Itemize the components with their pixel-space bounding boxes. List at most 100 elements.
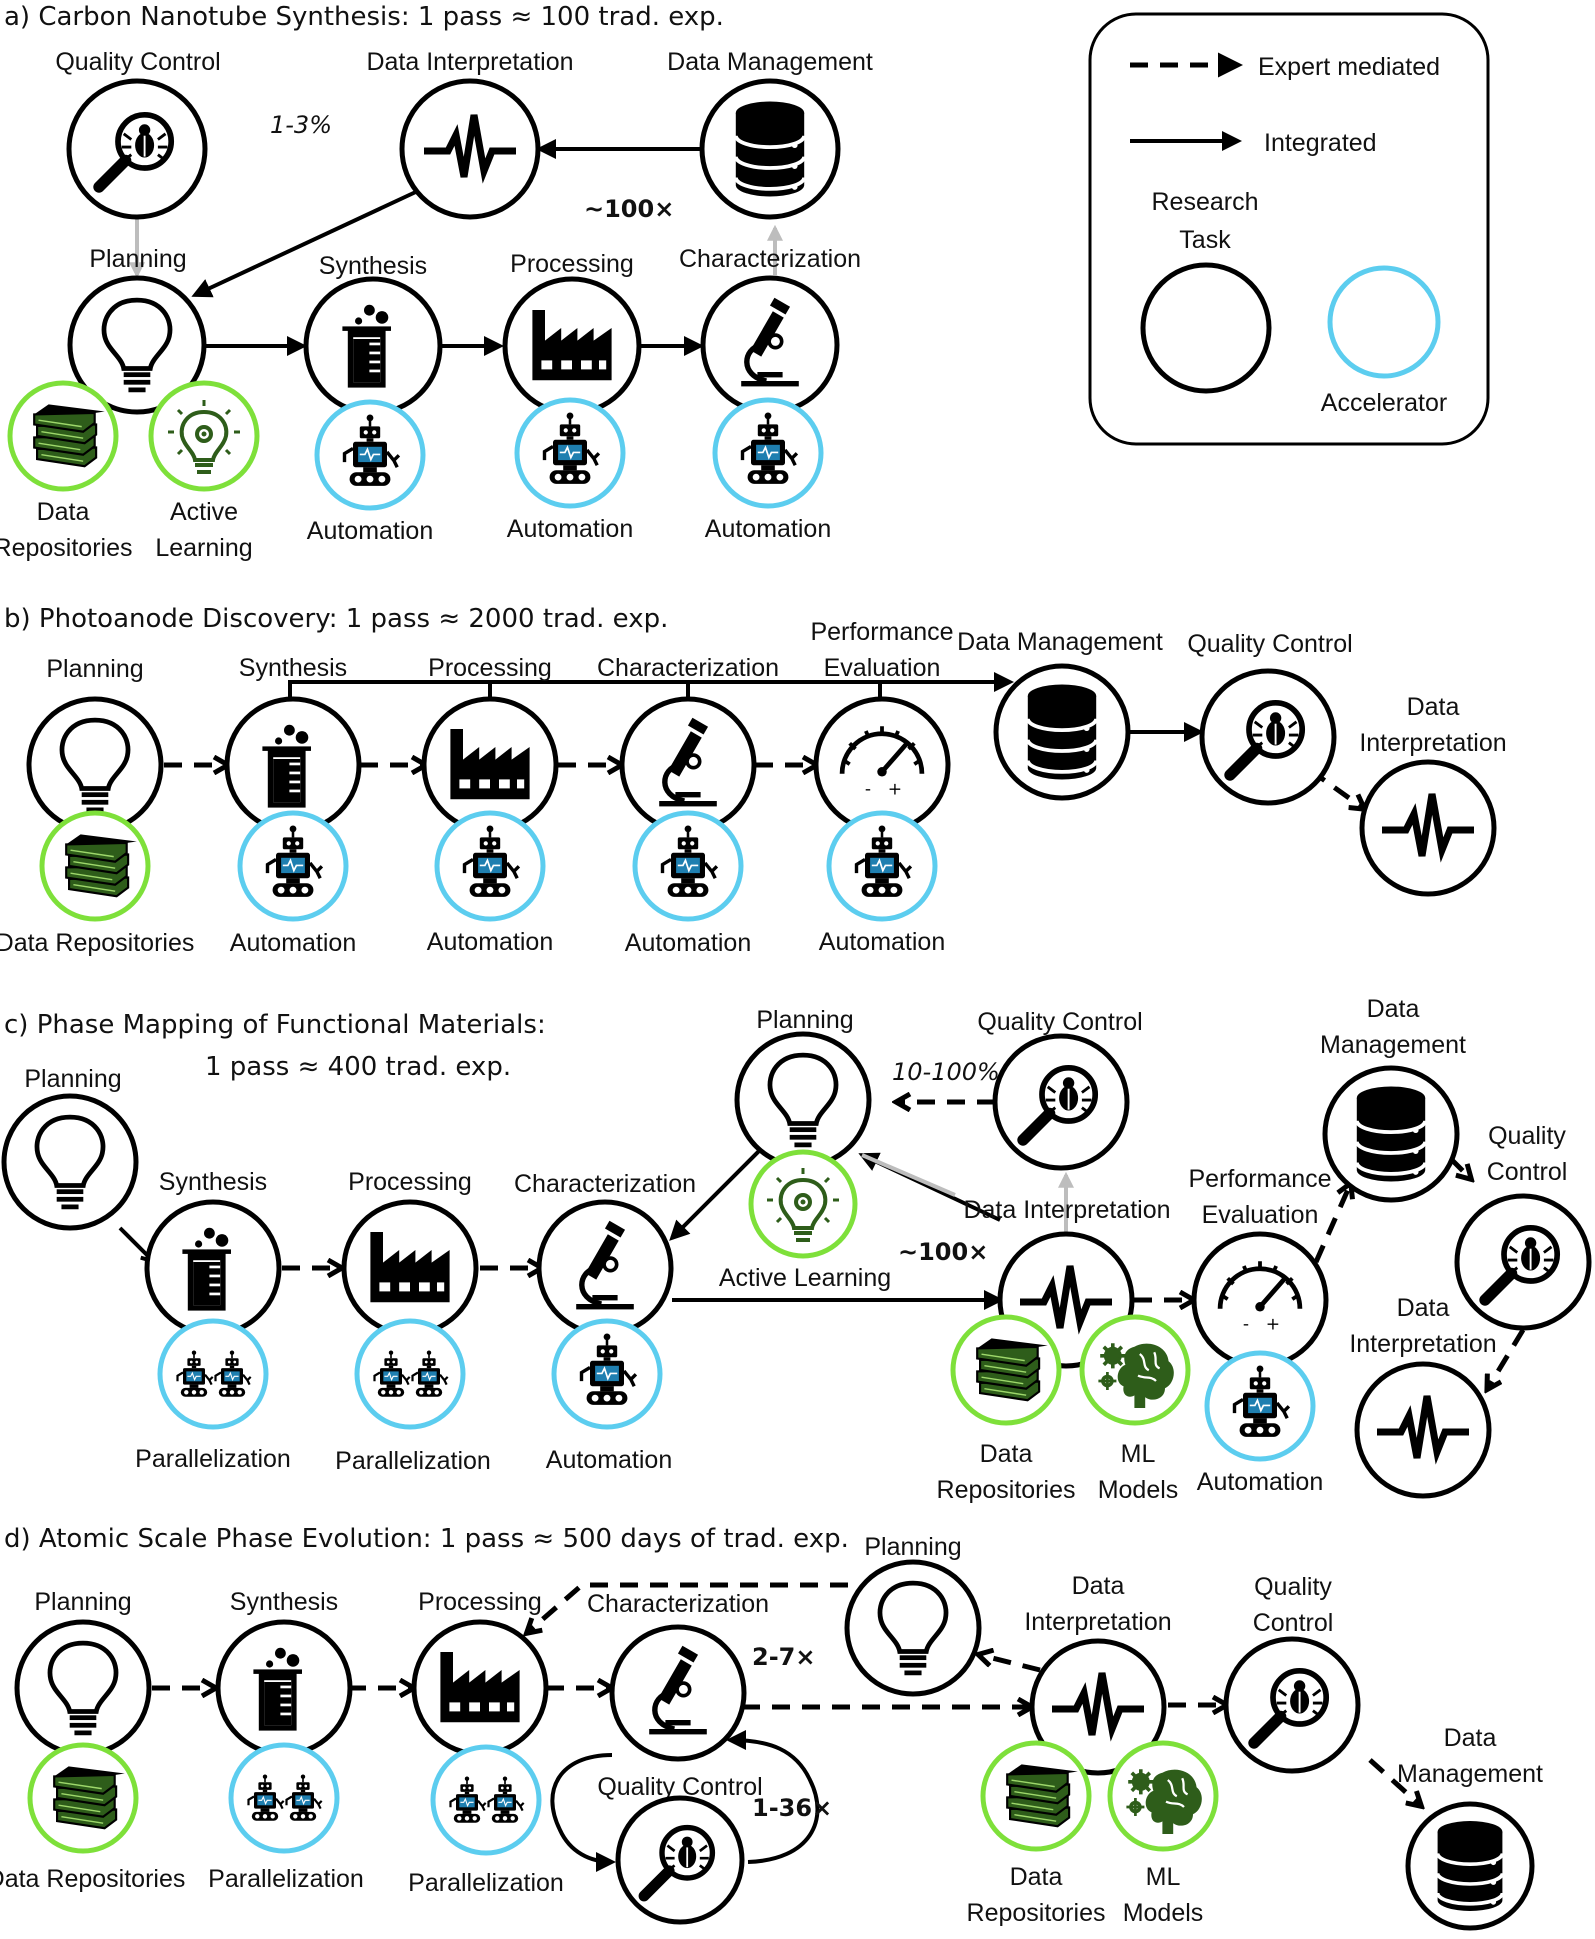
legend-accelerator-circle (1327, 265, 1441, 379)
panel-b-title: b) Photoanode Discovery: 1 pass ≈ 2000 t… (4, 604, 668, 634)
d-models-label: Models (1123, 1899, 1204, 1927)
panel-c-title-line1: c) Phase Mapping of Functional Materials… (4, 1010, 546, 1040)
a-data-management-label: Data Management (667, 48, 873, 76)
b-performance-automation-label: Automation (819, 928, 945, 956)
c-planning-1-label: Planning (24, 1065, 121, 1093)
panel-a-percent-annotation: 1-3% (270, 111, 332, 139)
b-synthesis-automation-label: Automation (230, 929, 356, 957)
legend-expert-label: Expert mediated (1258, 53, 1440, 81)
d-characterization-label: Characterization (587, 1590, 769, 1618)
b-characterization-label: Characterization (597, 654, 779, 682)
c-data-management-management-label: Management (1320, 1031, 1466, 1059)
c-synthesis-parallelization-accelerator (157, 1318, 269, 1430)
database-icon (1354, 1084, 1428, 1184)
b-interpretation-label: Interpretation (1359, 729, 1506, 757)
legend-research-task-circle (1140, 262, 1272, 394)
d-data-management-management-label: Management (1397, 1760, 1543, 1788)
panel-b: b) Photoanode Discovery: 1 pass ≈ 2000 t… (0, 604, 1507, 957)
d-synthesis-label: Synthesis (230, 1588, 338, 1616)
legend-research-label: Research (1152, 188, 1259, 216)
d-processing-parallelization-accelerator (430, 1744, 542, 1856)
c-ml-label: ML (1121, 1440, 1156, 1468)
d-synthesis-parallelization-label: Parallelization (208, 1865, 364, 1893)
legend-task-label: Task (1179, 226, 1231, 254)
panel-d: d) Atomic Scale Phase Evolution: 1 pass … (0, 1524, 1543, 1931)
panel-c-multiplier-annotation: ~100× (898, 1238, 988, 1266)
b-data-management-label: Data Management (957, 628, 1163, 656)
a-data-label: Data (37, 498, 90, 526)
c-synthesis-parallelization-label: Parallelization (135, 1445, 291, 1473)
d-repositories-label: Repositories (967, 1899, 1106, 1927)
books-icon (976, 1337, 1049, 1402)
b-synthesis-label: Synthesis (239, 654, 347, 682)
legend-accelerator-label: Accelerator (1321, 389, 1447, 417)
panel-a: a) Carbon Nanotube Synthesis: 1 pass ≈ 1… (0, 2, 873, 562)
c-data-interpretation-2-data-label: Data (1397, 1294, 1450, 1322)
c-synthesis-label: Synthesis (159, 1168, 267, 1196)
c-processing-parallelization-accelerator (354, 1318, 466, 1430)
d-data-interpretation-interpretation-label: Interpretation (1024, 1608, 1171, 1636)
c-data-management-data-label: Data (1367, 995, 1420, 1023)
c-characterization-automation-label: Automation (546, 1446, 672, 1474)
d-control-label: Control (1253, 1609, 1334, 1637)
a-synthesis-label: Synthesis (319, 252, 427, 280)
a-data-interpretation-label: Data Interpretation (366, 48, 573, 76)
d-synthesis-parallelization-accelerator (228, 1742, 340, 1854)
c-processing-parallelization-label: Parallelization (335, 1447, 491, 1475)
panel-c-title-line2: 1 pass ≈ 400 trad. exp. (205, 1052, 511, 1082)
books-icon (53, 1765, 126, 1830)
c-models-label: Models (1098, 1476, 1179, 1504)
database-icon (733, 99, 807, 199)
d-ml-label: ML (1146, 1863, 1181, 1891)
panel-a-title: a) Carbon Nanotube Synthesis: 1 pass ≈ 1… (4, 2, 724, 32)
c-repositories-label: Repositories (937, 1476, 1076, 1504)
b-characterization-automation-label: Automation (625, 929, 751, 957)
d-data-management-data-label: Data (1444, 1724, 1497, 1752)
d-processing-label: Processing (418, 1588, 542, 1616)
d-data-label: Data (1010, 1863, 1063, 1891)
books-icon (65, 833, 138, 898)
b-processing-automation-label: Automation (427, 928, 553, 956)
a-processing-label: Processing (510, 250, 634, 278)
b-planning-label: Planning (46, 655, 143, 683)
a-quality-control-label: Quality Control (55, 48, 220, 76)
database-icon (1435, 1819, 1505, 1913)
database-icon (1025, 682, 1099, 782)
d-quality-label: Quality (1254, 1573, 1332, 1601)
a-processing-automation-label: Automation (507, 515, 633, 543)
c-characterization-label: Characterization (514, 1170, 696, 1198)
b-data-repositories-label: Data Repositories (0, 929, 194, 957)
a-characterization-automation-label: Automation (705, 515, 831, 543)
b-processing-label: Processing (428, 654, 552, 682)
c-planning-2-label: Planning (756, 1006, 853, 1034)
c-data-label: Data (980, 1440, 1033, 1468)
c-control-label: Control (1487, 1158, 1568, 1186)
d-planning-1-label: Planning (34, 1588, 131, 1616)
c-active-learning-label: Active Learning (719, 1264, 891, 1292)
c-data-interpretation-1-label: Data Interpretation (963, 1196, 1170, 1224)
b-quality-control-label: Quality Control (1187, 630, 1352, 658)
panel-d-title: d) Atomic Scale Phase Evolution: 1 pass … (4, 1524, 849, 1554)
c-performance-evaluation-node (1191, 1231, 1329, 1369)
d-data-interpretation-data-label: Data (1072, 1572, 1125, 1600)
panel-a-multiplier-annotation: ~100× (584, 195, 674, 223)
panel-d-quality-control-annotation: 1-36× (752, 1794, 832, 1822)
a-repositories-label: Repositories (0, 534, 132, 562)
legend: Expert mediated Integrated Research Task… (1088, 12, 1490, 446)
a-synthesis-automation-label: Automation (307, 517, 433, 545)
b-performance-label: Performance (810, 618, 953, 646)
d-data-repositories-label: Data Repositories (0, 1865, 185, 1893)
books-icon (1006, 1763, 1079, 1828)
b-data-label: Data (1407, 693, 1460, 721)
c-processing-label: Processing (348, 1168, 472, 1196)
d-planning-2-label: Planning (864, 1533, 961, 1561)
c-quality-control-1-label: Quality Control (977, 1008, 1142, 1036)
a-characterization-label: Characterization (679, 245, 861, 273)
c-performance-automation-label: Automation (1197, 1468, 1323, 1496)
books-icon (33, 403, 106, 468)
d-processing-parallelization-label: Parallelization (408, 1869, 564, 1897)
a-planning-label: Planning (89, 245, 186, 273)
b-evaluation-label: Evaluation (824, 654, 941, 682)
panel-d-characterization-annotation: 2-7× (752, 1643, 815, 1671)
